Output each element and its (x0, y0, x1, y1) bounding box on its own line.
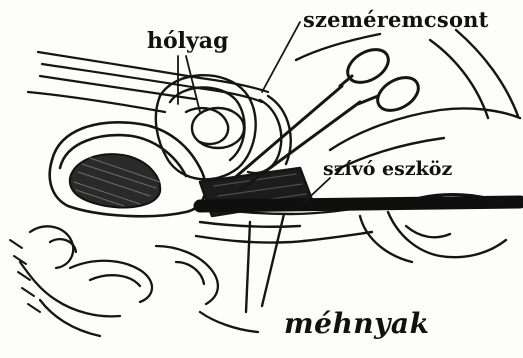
label-pubic-bone: szeméremcsont (303, 9, 489, 30)
cervix-leader-lines (246, 214, 284, 312)
bladder-organ (156, 75, 256, 179)
label-suction-tool: szívó eszköz (323, 160, 452, 179)
sacrum-dashes (10, 240, 40, 312)
label-cervix: méhnyak (284, 310, 429, 338)
intestines (20, 226, 258, 336)
hand (296, 30, 520, 262)
hatched-cavity (70, 154, 160, 207)
label-bladder: hólyag (147, 30, 228, 52)
